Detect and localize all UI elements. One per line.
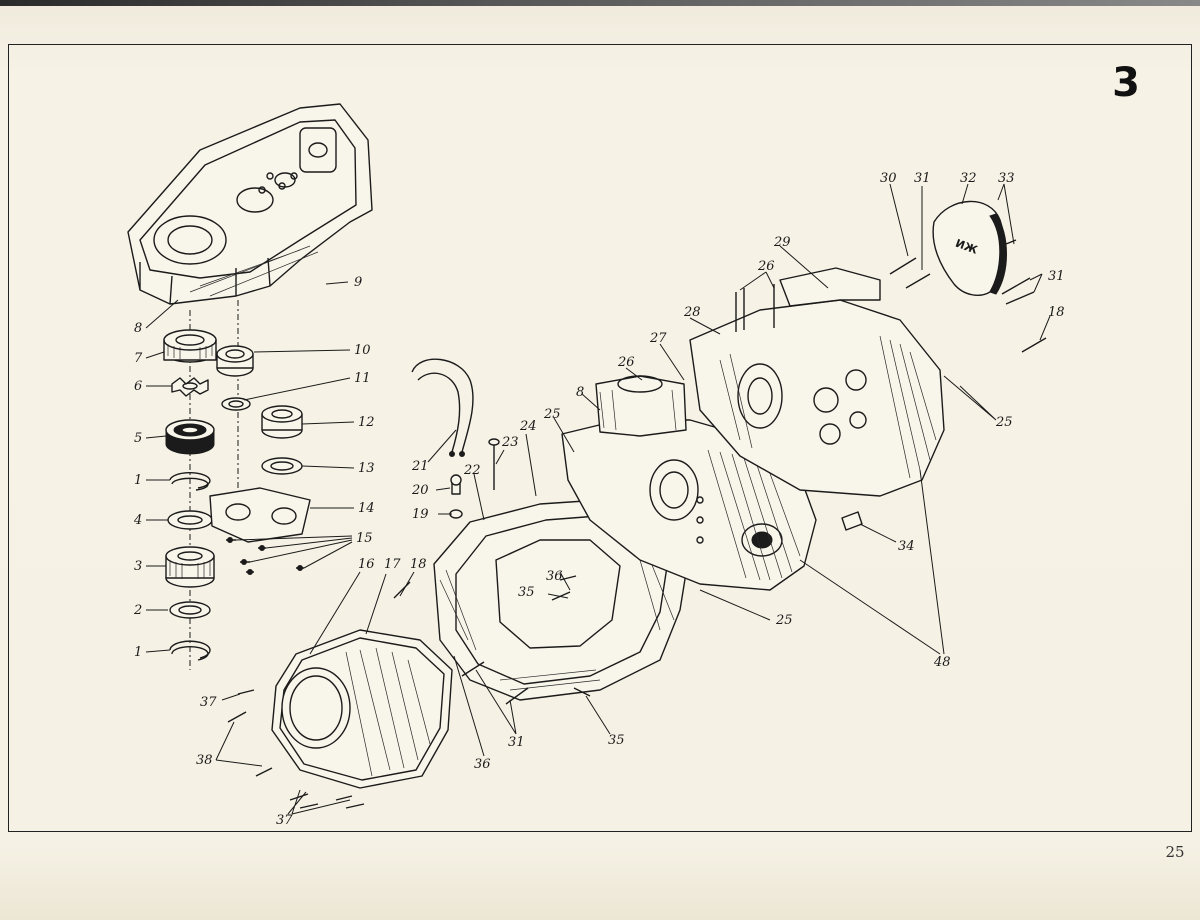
misc-screws [227,239,1047,809]
callout-22: 22 [463,463,481,478]
left-column-parts [163,329,217,661]
callout-38: 38 [196,753,213,768]
callout-25-lower: 25 [775,613,793,628]
leader-lines [145,183,1051,815]
callout-32: 32 [960,171,977,186]
callout-12: 12 [358,415,375,430]
callout-25-mid: 25 [543,407,561,422]
callout-26-front: 26 [617,355,635,370]
callout-34: 34 [898,539,915,554]
plate-number: 3 [1112,60,1140,106]
callout-1-bottom: 1 [134,645,142,660]
callout-31-right: 31 [1048,269,1065,284]
callout-16: 16 [358,557,375,572]
callout-2: 2 [133,603,142,618]
callout-13: 13 [358,461,375,476]
callout-8-top: 8 [134,321,142,336]
callout-35-lower: 35 [608,733,625,748]
callout-48: 48 [933,655,951,670]
callout-14: 14 [358,501,375,516]
callout-4: 4 [133,513,142,528]
callout-10: 10 [354,343,371,358]
callout-31-bottom: 31 [508,735,525,750]
callout-23: 23 [501,435,519,450]
callout-27: 27 [649,331,667,346]
callout-3: 3 [134,559,142,574]
callout-26-rear: 26 [757,259,775,274]
callout-18-right: 18 [1048,305,1065,320]
callout-7: 7 [134,351,143,366]
plate-frame [8,44,1192,832]
rear-badge-cover: ИЖ [932,200,1007,296]
callout-19: 19 [412,507,429,522]
callout-17: 17 [384,557,401,572]
callout-37-lower: 37 [276,813,293,828]
callout-labels: 1 1 2 3 4 5 6 7 8 9 10 11 12 13 14 15 16… [133,171,1065,828]
callout-5: 5 [134,431,142,446]
callout-36-upper: 36 [546,569,563,584]
callout-25-right: 25 [995,415,1013,430]
callout-6: 6 [134,379,142,394]
callout-8-mid: 8 [576,385,584,400]
callout-21: 21 [411,459,429,474]
clutch-cover-housing [127,103,373,305]
callout-28: 28 [683,305,701,320]
callout-15: 15 [356,531,373,546]
callout-20: 20 [411,483,429,498]
callout-24: 24 [519,419,537,434]
callout-18-left: 18 [410,557,427,572]
middle-column-parts [209,345,311,575]
callout-33: 33 [998,171,1015,186]
callout-37-upper: 37 [200,695,217,710]
callout-29: 29 [773,235,791,250]
intermediate-plate-and-gasket [411,358,691,701]
page-top-edge [0,0,1200,6]
page-number: 25 [1165,843,1185,861]
rear-crankcase-half [689,267,945,497]
callout-9: 9 [354,275,362,290]
callout-35-upper: 35 [518,585,535,600]
callout-1-upper: 1 [134,473,142,488]
callout-31-top: 31 [914,171,931,186]
callout-11: 11 [354,371,371,386]
callout-30: 30 [880,171,897,186]
outer-clutch-cover [271,629,453,789]
callout-36-lower: 36 [474,757,491,772]
